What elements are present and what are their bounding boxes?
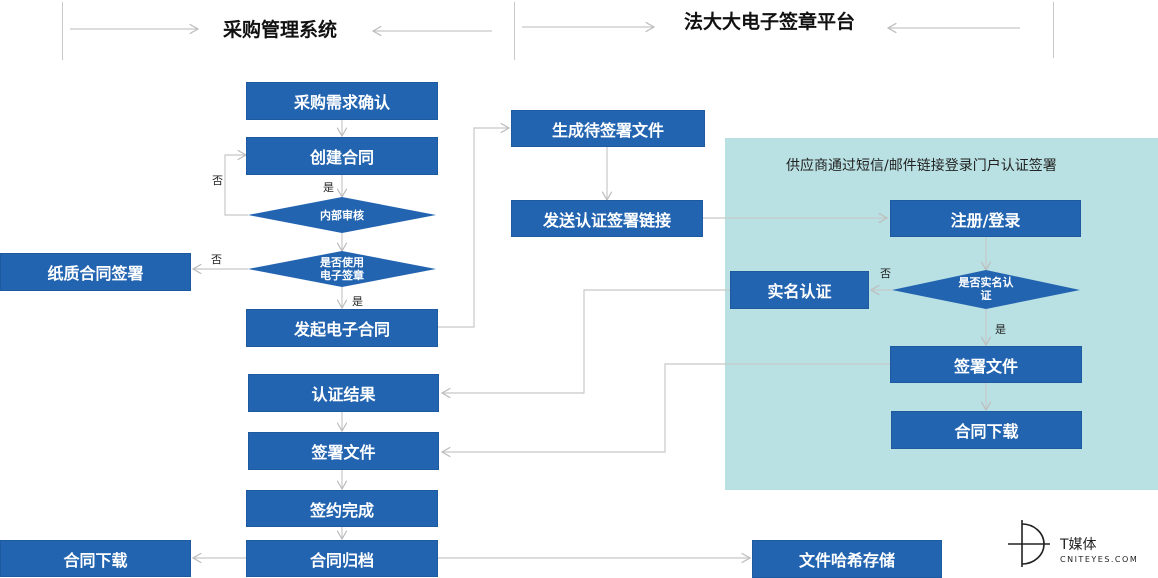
create-yes-label: 是 xyxy=(323,181,334,194)
esign-yes-label: 是 xyxy=(352,295,363,308)
register-login-box: 注册/登录 xyxy=(890,200,1081,237)
send-link-box: 发送认证签署链接 xyxy=(511,200,703,237)
hash-store-box: 文件哈希存储 xyxy=(752,540,942,578)
header-divider-right xyxy=(1053,2,1054,58)
realname-no-label: 否 xyxy=(880,267,891,280)
sign-file-box-left: 签署文件 xyxy=(248,432,439,470)
initiate-econtract-box: 发起电子合同 xyxy=(246,309,438,347)
realname-yes-label: 是 xyxy=(995,323,1006,336)
procurement-system-title: 采购管理系统 xyxy=(223,19,338,41)
use-esign-label-line2: 电子签章 xyxy=(320,269,364,282)
portal-caption: 供应商通过短信/邮件链接登录门户认证签署 xyxy=(786,158,1057,174)
use-esign-label: 是否使用 电子签章 xyxy=(290,254,394,284)
header-divider-mid xyxy=(514,2,515,60)
confirm-requirement-box: 采购需求确认 xyxy=(246,82,438,120)
realname-diamond xyxy=(892,270,1080,309)
use-esign-diamond xyxy=(248,251,436,287)
header-divider-left xyxy=(62,2,63,60)
realname-question-label: 是否实名认 证 xyxy=(936,274,1036,304)
flow-arrow xyxy=(442,289,730,393)
realname-box: 实名认证 xyxy=(730,271,869,309)
review-no-label: 否 xyxy=(212,174,223,187)
internal-review-label: 内部审核 xyxy=(320,208,364,222)
flow-arrow xyxy=(438,128,509,328)
logo-mark xyxy=(1008,520,1050,567)
use-esign-label-line1: 是否使用 xyxy=(320,256,364,269)
signed-done-box: 签约完成 xyxy=(246,490,438,527)
realname-question-line2: 证 xyxy=(980,289,992,302)
esign-no-label: 否 xyxy=(211,253,222,266)
flow-arrow xyxy=(442,363,890,452)
fadada-platform-title: 法大大电子签章平台 xyxy=(684,11,856,33)
paper-contract-box: 纸质合同签署 xyxy=(0,253,191,291)
archive-box: 合同归档 xyxy=(246,540,438,577)
flow-arrow xyxy=(224,155,248,216)
generate-file-box: 生成待签署文件 xyxy=(511,110,705,147)
download-box-left: 合同下载 xyxy=(0,540,191,577)
logo-name: T媒体 xyxy=(1060,537,1097,553)
create-contract-box: 创建合同 xyxy=(246,137,438,175)
download-box-right: 合同下载 xyxy=(891,411,1082,449)
internal-review-diamond xyxy=(248,197,436,233)
auth-result-box: 认证结果 xyxy=(248,374,439,412)
sign-file-box-right: 签署文件 xyxy=(890,346,1082,383)
logo-subtitle: CNITEYES.COM xyxy=(1060,555,1139,564)
realname-question-line1: 是否实名认 xyxy=(958,276,1014,289)
